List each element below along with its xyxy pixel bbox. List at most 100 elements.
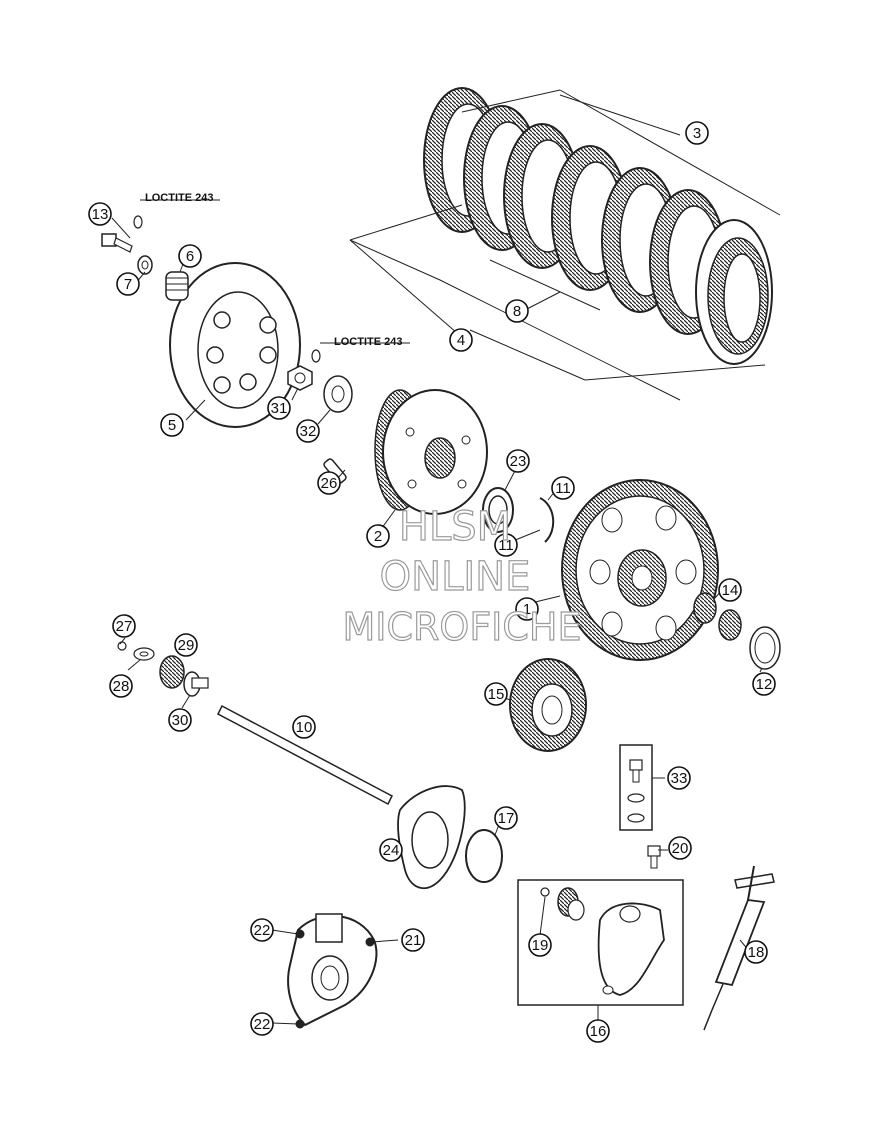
- callout-23: 23: [506, 449, 530, 473]
- loctite-drop: [133, 215, 143, 229]
- loctite-drop: [311, 349, 321, 363]
- callout-number: 10: [296, 719, 313, 736]
- thrust-washer: [749, 626, 781, 670]
- syringe-tool: [703, 865, 775, 1031]
- callout-number: 29: [178, 637, 195, 654]
- kit-small-part: [540, 887, 550, 897]
- spring: [165, 271, 189, 301]
- callout-number: 20: [672, 840, 689, 857]
- callout-18: 18: [744, 940, 768, 964]
- bolt: [101, 233, 133, 253]
- callout-33: 33: [667, 766, 691, 790]
- circlip: [539, 497, 555, 543]
- callout-number: 19: [532, 937, 549, 954]
- push-piece: [183, 671, 209, 697]
- callout-24: 24: [379, 838, 403, 862]
- kit-washer: [627, 813, 645, 823]
- callout-7: 7: [116, 272, 140, 296]
- svg-text:HLSM: HLSM: [399, 504, 511, 550]
- callout-number: 33: [671, 770, 688, 787]
- callout-number: 31: [271, 400, 288, 417]
- callout-4: 4: [449, 328, 473, 352]
- callout-number: 18: [748, 944, 765, 961]
- inner-clutch-hub: [374, 389, 488, 515]
- callout-number: 14: [722, 582, 739, 599]
- watermark: HLSM ONLINE MICROFICHE: [342, 503, 582, 649]
- callout-number: 11: [555, 480, 571, 497]
- callout-28: 28: [109, 674, 133, 698]
- callout-13: 13: [88, 202, 112, 226]
- svg-text:ONLINE: ONLINE: [380, 554, 531, 600]
- callout-2: 2: [366, 524, 390, 548]
- callout-11: 11: [551, 476, 575, 500]
- callout-15: 15: [484, 682, 508, 706]
- callout-16: 16: [586, 1019, 610, 1043]
- callout-8: 8: [505, 299, 529, 323]
- callout-number: 6: [186, 248, 194, 265]
- kit-piston: [597, 902, 665, 996]
- callout-number: 32: [300, 423, 317, 440]
- kit-bolt: [629, 759, 643, 783]
- callout-32: 32: [296, 419, 320, 443]
- loctite-note-2: LOCTITE 243: [334, 336, 402, 348]
- callout-10: 10: [292, 715, 316, 739]
- clutch-plate-front: [695, 219, 773, 365]
- washer: [137, 255, 153, 275]
- callout-29: 29: [174, 633, 198, 657]
- callout-22: 22: [250, 918, 274, 942]
- washer: [133, 647, 155, 661]
- clutch-plates-stack: [349, 87, 781, 401]
- callout-number: 5: [168, 417, 176, 434]
- callout-number: 17: [498, 810, 515, 827]
- callout-number: 8: [513, 303, 521, 320]
- callout-number: 1: [523, 601, 531, 618]
- nut: [287, 365, 313, 391]
- svg-text:LOCTITE 243: LOCTITE 243: [334, 336, 402, 348]
- callout-20: 20: [668, 836, 692, 860]
- primary-gear: [509, 658, 587, 752]
- callout-30: 30: [168, 708, 192, 732]
- callout-number: 22: [254, 922, 271, 939]
- callout-number: 21: [405, 932, 422, 949]
- svg-text:LOCTITE 243: LOCTITE 243: [145, 192, 213, 204]
- callout-number: 24: [383, 842, 400, 859]
- outer-clutch-basket: [561, 479, 719, 661]
- callout-number: 28: [113, 678, 130, 695]
- callout-number: 15: [488, 686, 505, 703]
- gasket: [397, 785, 466, 890]
- slave-cylinder-housing: [287, 913, 378, 1029]
- callout-number: 11: [498, 537, 514, 554]
- callout-number: 13: [92, 206, 109, 223]
- callout-number: 4: [457, 332, 465, 349]
- callout-6: 6: [178, 244, 202, 268]
- lock-washer: [323, 375, 353, 413]
- callout-number: 2: [374, 528, 382, 545]
- callout-1: 1: [515, 597, 539, 621]
- callout-14: 14: [718, 578, 742, 602]
- kit-washer: [627, 793, 645, 803]
- hardware-kit-box: [619, 744, 653, 831]
- callout-26: 26: [317, 471, 341, 495]
- bearing: [159, 655, 185, 689]
- callout-19: 19: [528, 933, 552, 957]
- callout-21: 21: [401, 928, 425, 952]
- callout-22: 22: [250, 1012, 274, 1036]
- kit-seal: [557, 887, 585, 921]
- callout-labels: 1234567810111112131415161718192021222223…: [88, 121, 776, 1043]
- small-ball: [117, 641, 127, 651]
- callout-number: 3: [693, 125, 701, 142]
- callout-12: 12: [752, 672, 776, 696]
- loctite-note-1: LOCTITE 243: [145, 192, 213, 204]
- needle-bearing: [693, 592, 742, 641]
- callout-27: 27: [112, 614, 136, 638]
- callout-number: 23: [510, 453, 527, 470]
- callout-number: 12: [756, 676, 773, 693]
- bearing-ring: [482, 487, 514, 533]
- callout-17: 17: [494, 806, 518, 830]
- callout-number: 27: [116, 618, 133, 635]
- callout-11: 11: [494, 533, 518, 557]
- o-ring: [465, 829, 503, 883]
- push-rod: [217, 704, 393, 806]
- callout-31: 31: [267, 396, 291, 420]
- callout-5: 5: [160, 413, 184, 437]
